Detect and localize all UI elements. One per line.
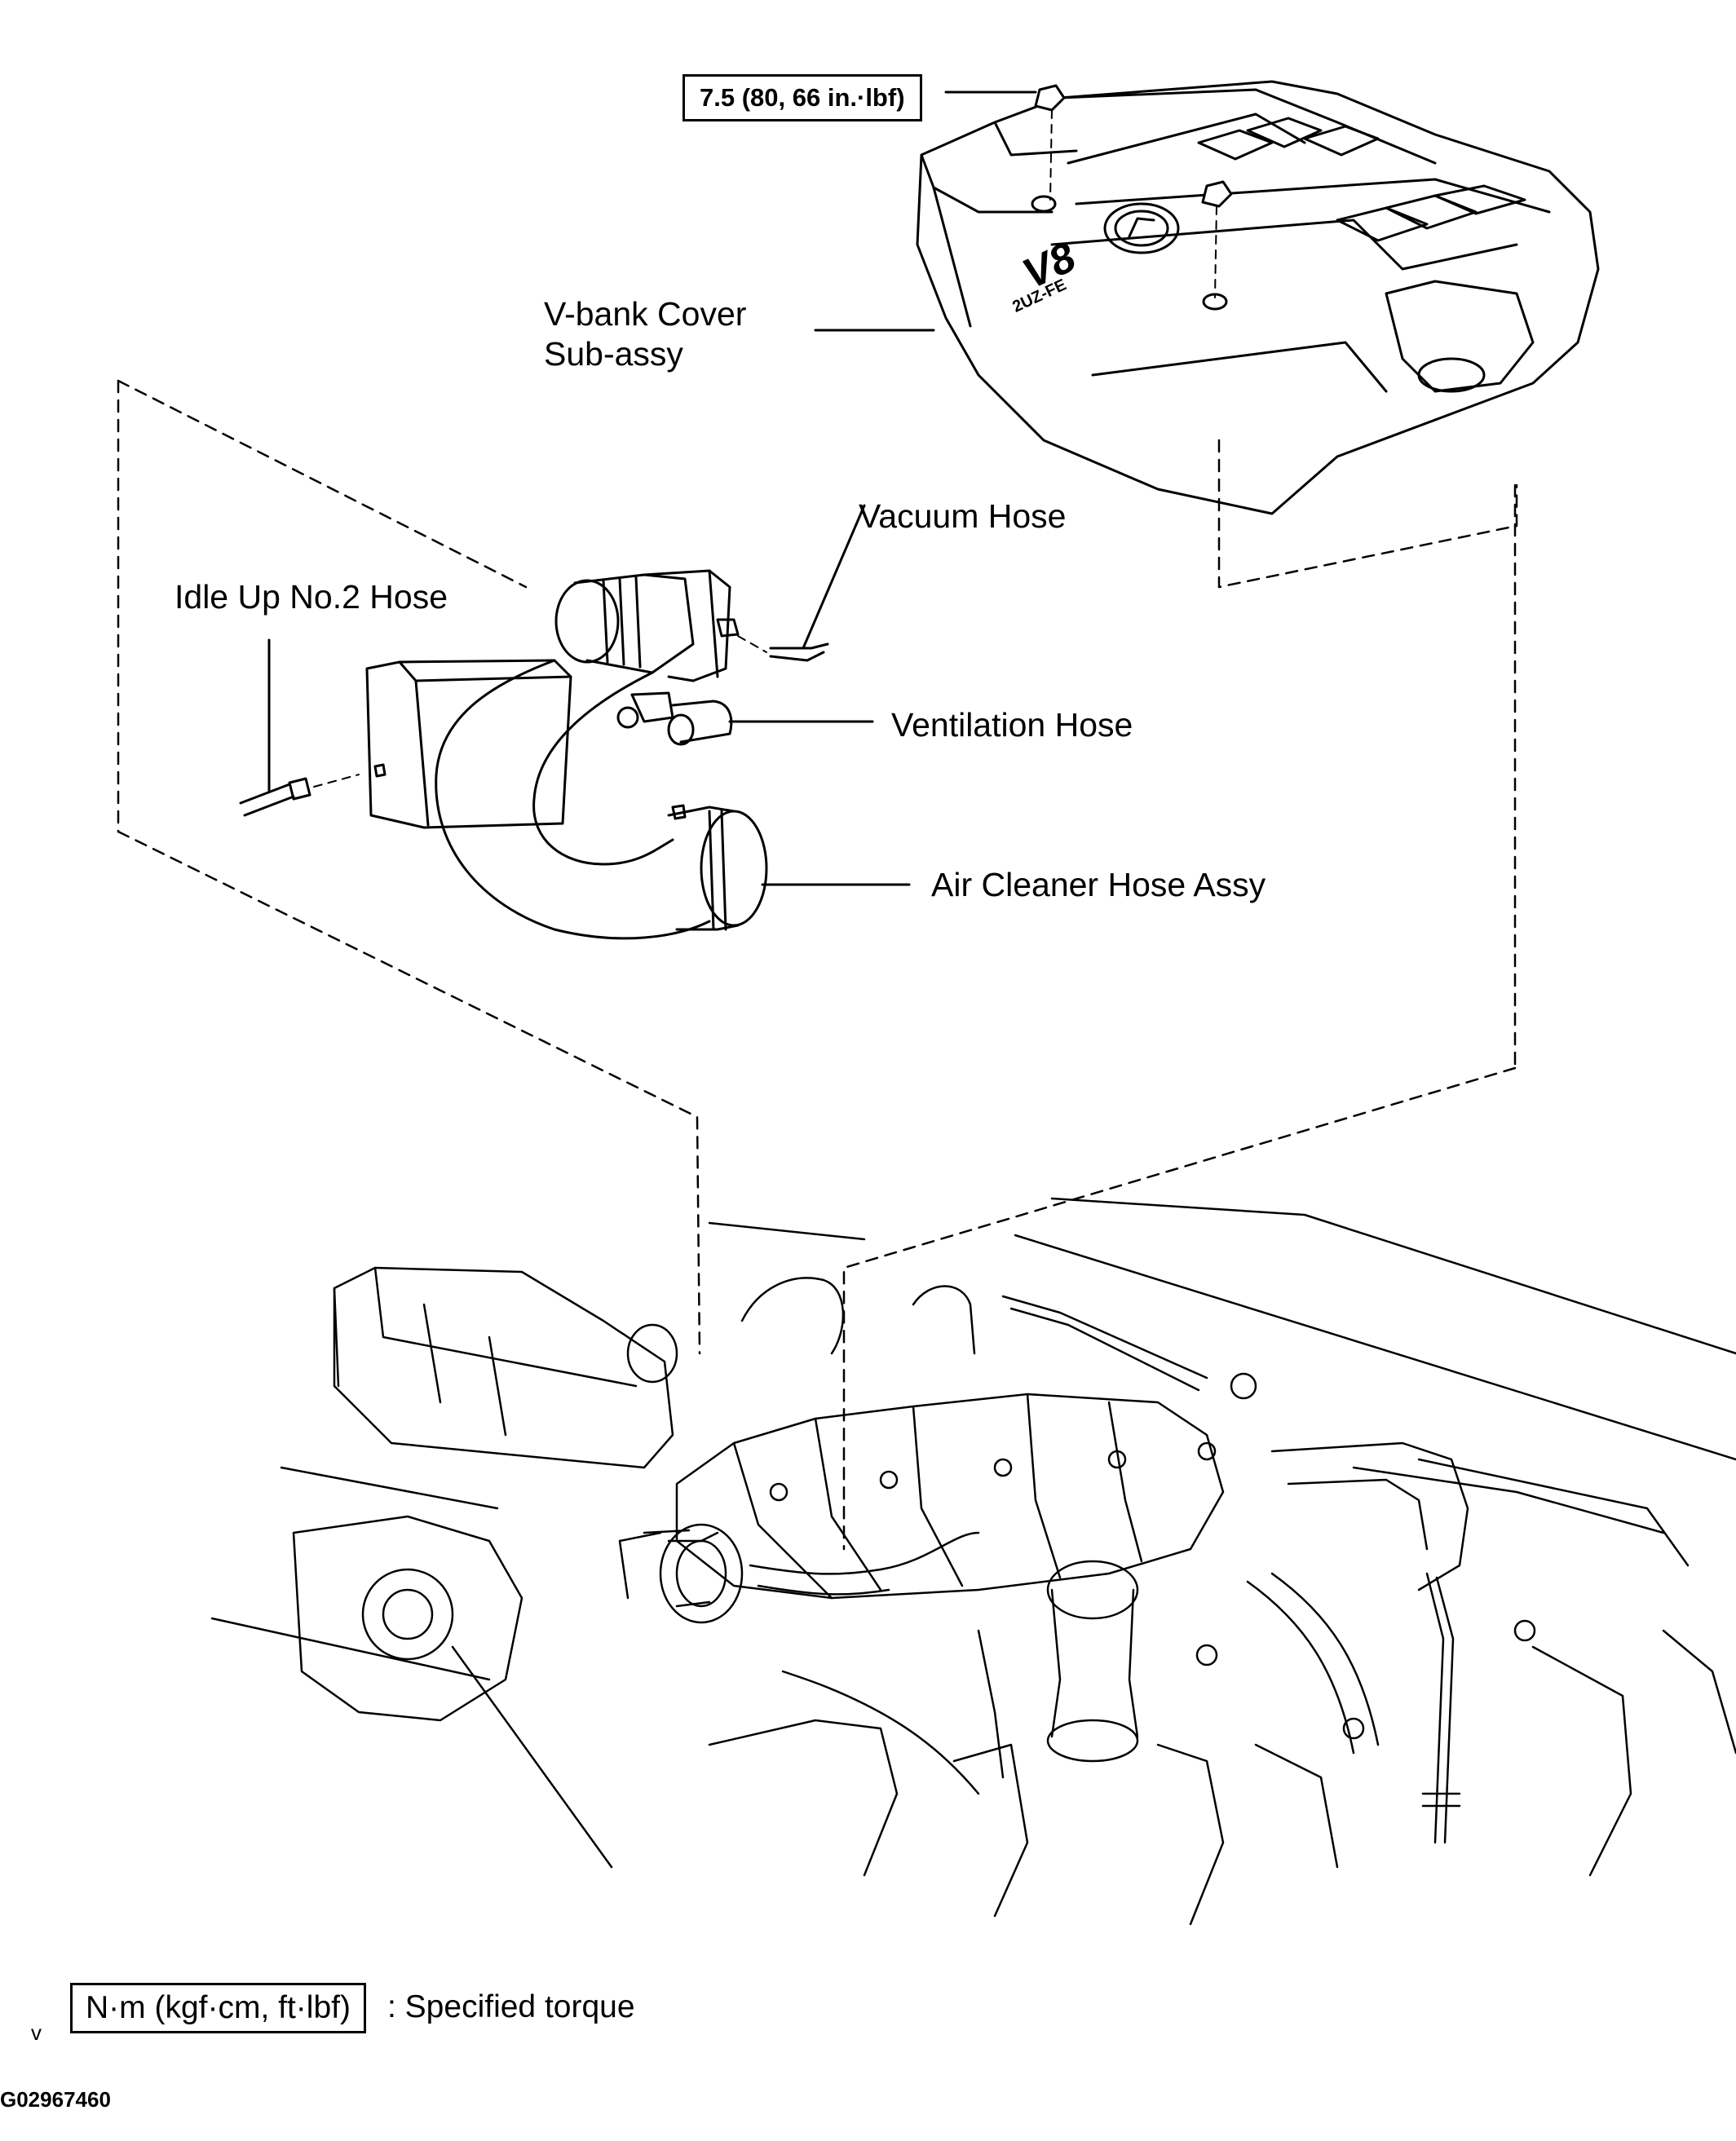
legend-unit-text: N·m (kgf·cm, ft·lbf) <box>86 1990 351 2025</box>
idle-up-hose-label: Idle Up No.2 Hose <box>174 578 448 616</box>
corner-mark: v <box>31 2020 42 2045</box>
legend-unit-box: N·m (kgf·cm, ft·lbf) <box>70 1983 366 2033</box>
figure-id: G02967460 <box>0 2087 111 2112</box>
air-cleaner-hose-assy <box>365 569 768 940</box>
vbank-cover <box>916 80 1600 515</box>
vbank-cover-label-line2: Sub-assy <box>544 335 683 373</box>
engine-bay-drawing <box>210 1197 1736 1926</box>
vbank-cover-label: V-bank Cover Sub-assy <box>544 298 746 371</box>
vacuum-hose-leader-line <box>802 504 866 650</box>
vacuum-hose <box>737 635 829 662</box>
torque-spec-box: 7.5 (80, 66 in.·lbf) <box>682 74 922 121</box>
ventilation-hose-label: Ventilation Hose <box>891 706 1133 744</box>
vacuum-hose-label: Vacuum Hose <box>859 497 1067 535</box>
vbank-cover-label-line1: V-bank Cover <box>544 295 747 333</box>
legend-description: : Specified torque <box>387 1989 635 2024</box>
air-cleaner-hose-label: Air Cleaner Hose Assy <box>931 866 1266 903</box>
alignment-lines <box>117 379 1518 1551</box>
idle-up-hose <box>239 774 360 817</box>
torque-value: 7.5 (80, 66 in.·lbf) <box>700 83 905 112</box>
